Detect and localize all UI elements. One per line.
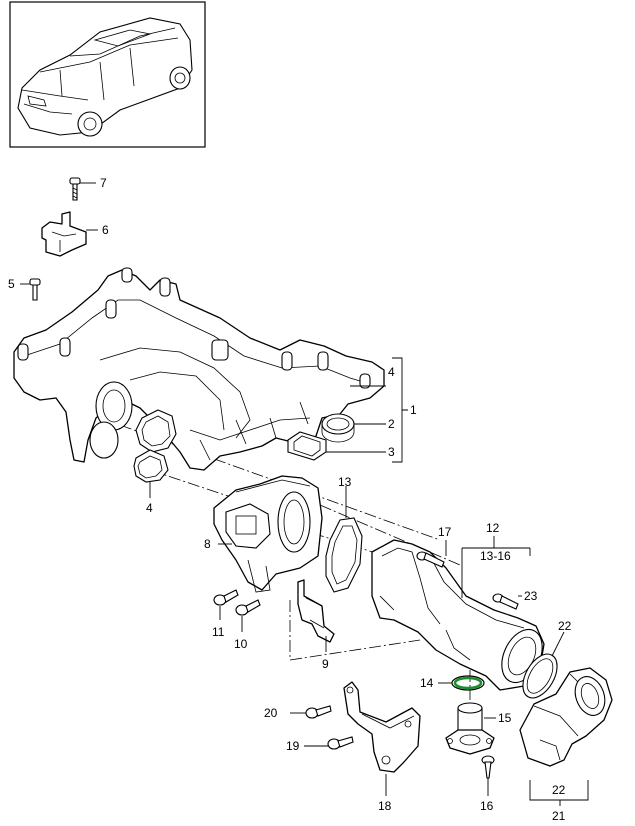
callout-20: 20 [264,706,278,720]
callout-21: 21 [552,809,566,823]
bracket-part-18 [343,681,421,773]
callout-22-top: 22 [558,619,572,633]
callout-22-bottom: 22 [552,783,566,797]
callout-8: 8 [204,537,211,551]
callout-17: 17 [438,525,452,539]
callout-7: 7 [100,176,107,190]
gasket-part-4-lower [133,449,169,483]
callout-labels: 7 6 5 4 1 2 3 4 13 8 17 12 13-16 23 22 1… [8,176,572,823]
callout-18: 18 [378,799,392,813]
callout-9: 9 [322,657,329,671]
screw-part-10 [235,599,261,616]
o-ring-part-14-highlighted [451,675,485,691]
leader-lines [20,182,589,806]
gasket-part-3 [287,431,327,461]
sensor-part-15 [445,702,495,755]
callout-4-top: 4 [388,365,395,379]
callout-16: 16 [480,799,494,813]
suv-illustration [17,17,193,137]
callout-13: 13 [338,475,352,489]
bracket-part-6 [41,211,87,257]
callout-15: 15 [498,711,512,725]
gasket-part-13 [325,517,363,593]
screw-part-20 [305,705,332,719]
screw-part-23 [492,593,519,610]
callout-14: 14 [420,676,434,690]
housing-part-21 [519,667,613,767]
callout-3: 3 [388,445,395,459]
callout-1: 1 [410,403,417,417]
intake-pipe-part-12 [371,539,545,691]
callout-10: 10 [234,637,248,651]
screw-part-7 [69,177,81,201]
throttle-body-part-8 [213,475,323,593]
callout-13-16: 13-16 [480,549,511,563]
callout-11: 11 [212,625,225,639]
screw-part-17 [416,551,445,568]
vehicle-thumbnail [9,1,206,148]
callout-23: 23 [524,589,538,603]
callout-4-left: 4 [146,501,153,515]
callout-19: 19 [286,739,300,753]
screw-part-5 [29,278,41,301]
screw-part-11 [213,589,239,606]
screw-part-19 [327,736,354,750]
callout-12: 12 [486,521,500,535]
callout-2: 2 [388,417,395,431]
screw-part-16 [481,755,495,779]
intake-manifold-part-4 [13,267,385,471]
seal-part-2 [321,413,355,443]
callout-6: 6 [102,223,109,237]
callout-5: 5 [8,277,15,291]
gasket-part-4-upper [135,409,177,453]
bracket-part-9 [297,579,335,643]
